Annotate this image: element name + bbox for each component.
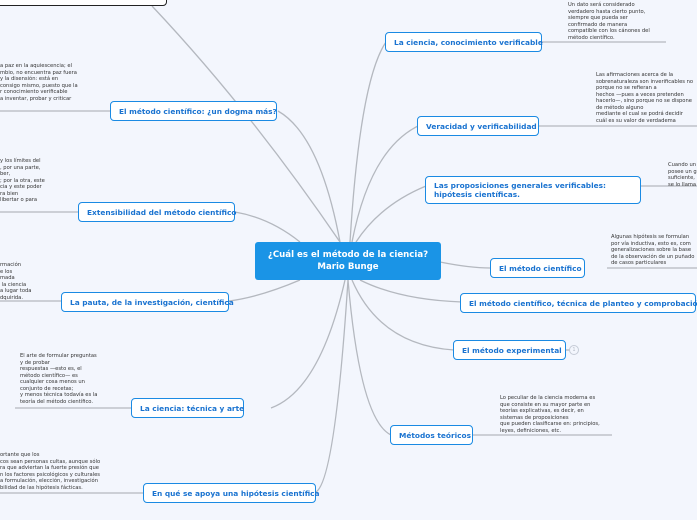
topic-label: Veracidad y verificabilidad xyxy=(426,121,537,131)
topic-veracidad-verificabilidad[interactable]: Veracidad y verificabilidad xyxy=(417,116,539,136)
topic-tecnica-planteo-comprobacion[interactable]: El método científico, técnica de planteo… xyxy=(460,293,697,313)
topic-metodo-cientifico[interactable]: El método científico xyxy=(490,258,585,278)
topic-label: La pauta, de la investigación, científic… xyxy=(70,297,234,307)
note-pauta-investigacion: rmación e los mada la ciencia a lugar to… xyxy=(0,262,32,301)
topic-label: Las proposiciones generales verificables… xyxy=(434,181,606,199)
central-topic-author: Mario Bunge xyxy=(317,262,379,272)
topic-ciencia-conocimiento-verificable[interactable]: La ciencia, conocimiento verificable xyxy=(385,32,543,52)
topic-hipotesis-cientifica[interactable]: En qué se apoya una hipótesis científica xyxy=(143,483,320,503)
topic-metodos-teoricos[interactable]: Métodos teóricos xyxy=(390,425,473,445)
topic-label: Métodos teóricos xyxy=(399,430,471,440)
topic-label: El método científico: ¿un dogma más? xyxy=(119,106,277,116)
note-metodos-teoricos: Lo peculiar de la ciencia moderna es que… xyxy=(500,395,600,434)
topic-metodo-experimental[interactable]: El método experimental xyxy=(453,340,566,360)
note-proposiciones-generales: Cuando un posee un g suficiente, se lo l… xyxy=(668,162,697,188)
topic-tecnica-y-arte[interactable]: La ciencia: técnica y arte xyxy=(131,398,244,418)
central-topic[interactable]: ¿Cuál es el método de la ciencia? Mario … xyxy=(255,242,441,280)
topic-label: El método científico xyxy=(499,263,582,273)
expand-collapsed-children-button[interactable]: 1 xyxy=(569,345,579,355)
topic-label: La ciencia: técnica y arte xyxy=(140,403,245,413)
topic-label: En qué se apoya una hipótesis científica xyxy=(152,488,320,498)
central-topic-title: ¿Cuál es el método de la ciencia? xyxy=(267,250,429,260)
note-metodo-cientifico: Algunas hipótesis se formulan por vía in… xyxy=(611,234,695,266)
topic-label: Extensibilidad del método científico xyxy=(87,207,237,217)
topic-label: La ciencia, conocimiento verificable xyxy=(394,37,543,47)
topic-proposiciones-generales[interactable]: Las proposiciones generales verificables… xyxy=(425,176,641,204)
note-ciencia-conocimiento-verificable: Un dato será considerado verdadero hasta… xyxy=(568,2,650,41)
topic-label: El método experimental xyxy=(462,345,562,355)
topic-pauta-investigacion[interactable]: La pauta, de la investigación, científic… xyxy=(61,292,234,312)
note-veracidad-verificabilidad: Las afirmaciones acerca de la sobrenatur… xyxy=(596,72,694,124)
note-tecnica-y-arte: El arte de formular preguntas y de proba… xyxy=(20,353,98,405)
topic-extensibilidad[interactable]: Extensibilidad del método científico xyxy=(78,202,237,222)
topic-dogma-mas[interactable]: El método científico: ¿un dogma más? xyxy=(110,101,277,121)
offscreen-topic-box[interactable] xyxy=(0,0,167,6)
note-dogma-mas: a paz en la aquiescencia; el mbio, no en… xyxy=(0,63,78,102)
note-extensibilidad: y los límites del , por una parte, ber, … xyxy=(0,158,45,203)
topic-label: El método científico, técnica de planteo… xyxy=(469,298,697,308)
note-hipotesis-cientifica: ortante que los cos sean personas cultas… xyxy=(0,452,101,491)
